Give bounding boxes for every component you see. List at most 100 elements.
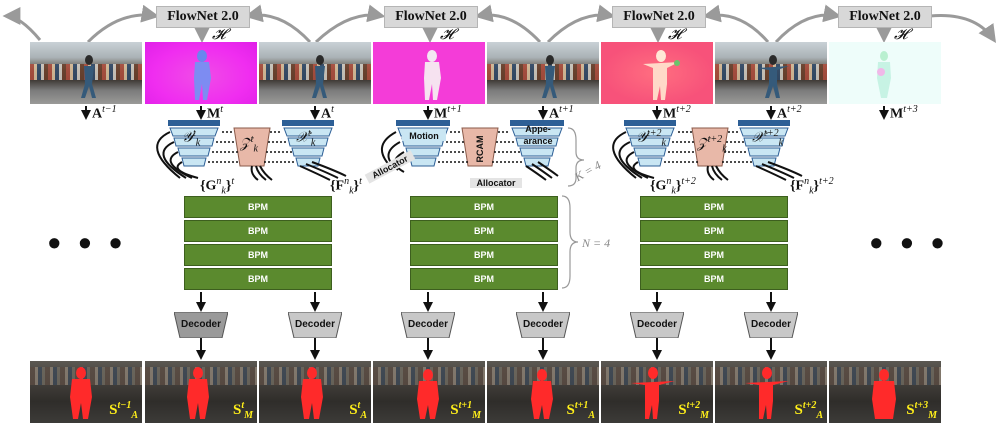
output-frame-8: St+3M	[829, 361, 941, 423]
output-frame-7: St+2A	[715, 361, 827, 423]
mask-figure	[70, 367, 92, 419]
h-label-1: 𝓗	[212, 27, 226, 43]
x-label-3: 𝒳t+2k	[752, 128, 784, 149]
bpm-block: BPM	[640, 244, 788, 266]
decoder-block: Decoder	[401, 312, 455, 338]
dancer-figure	[312, 55, 327, 98]
output-label-8: St+3M	[906, 400, 937, 421]
bpm-block: BPM	[410, 244, 558, 266]
decoder-block: Decoder	[174, 312, 228, 338]
g-label-1: {Gnk}t	[200, 176, 235, 197]
flownet-box-2: FlowNet 2.0	[384, 6, 478, 28]
decoder-block: Decoder	[288, 312, 342, 338]
label-M-tp1: Mt+1	[434, 104, 462, 122]
label-M-tp2: Mt+2	[663, 104, 691, 122]
rgb-frame-t	[259, 42, 371, 104]
label-A-tm1: At−1	[92, 104, 117, 122]
rgb-frame-tm1	[30, 42, 142, 104]
bpm-block: BPM	[184, 244, 332, 266]
output-frame-4: St+1M	[373, 361, 485, 423]
label-A-tp1: At+1	[549, 104, 574, 122]
bpm-block: BPM	[184, 196, 332, 218]
bpm-block: BPM	[640, 196, 788, 218]
bpm-block: BPM	[410, 268, 558, 290]
y-label-1: 𝒴tk	[182, 128, 201, 149]
k-brace	[567, 127, 585, 187]
bpm-block: BPM	[410, 220, 558, 242]
mask-figure	[631, 367, 675, 419]
mask-figure	[531, 369, 553, 419]
label-M-tp3: Mt+3	[890, 104, 918, 122]
ellipsis-left: • • •	[48, 222, 126, 263]
ellipsis-right: • • •	[870, 222, 948, 263]
y-label-3: 𝒴t+2k	[636, 128, 666, 149]
output-frame-5: St+1A	[487, 361, 599, 423]
output-label-3: StA	[349, 400, 367, 421]
h-label-4: 𝓗	[894, 27, 908, 43]
allocator-right-label: Allocator	[470, 178, 522, 188]
bpm-block: BPM	[184, 268, 332, 290]
dancer-figure	[757, 55, 789, 98]
output-frame-1: St−1A	[30, 361, 142, 423]
rgb-frame-tp1	[487, 42, 599, 104]
output-label-4: St+1M	[450, 400, 481, 421]
flow-silhouette	[877, 51, 891, 98]
mask-figure	[301, 367, 323, 419]
flow-silhouette	[643, 50, 680, 100]
label-A-tp2: At+2	[777, 104, 802, 122]
flow-frame-tp3	[829, 42, 941, 104]
output-frame-3: StA	[259, 361, 371, 423]
appearance-label-1: Appe-	[525, 124, 551, 134]
f-label-1: {Fnk}t	[330, 176, 362, 197]
frame-down-arrows	[81, 106, 889, 120]
flownet-box-4: FlowNet 2.0	[838, 6, 932, 28]
h-label-2: 𝓗	[440, 27, 454, 43]
pyramid-appearance	[510, 120, 564, 167]
decoder-block: Decoder	[516, 312, 570, 338]
bpm-block: BPM	[410, 196, 558, 218]
label-M-t: Mt	[207, 104, 223, 122]
mask-figure	[417, 369, 439, 419]
f-label-3: {Fnk}t+2	[790, 176, 834, 197]
g-label-3: {Gnk}t+2	[650, 176, 696, 197]
h-label-3: 𝓗	[668, 27, 682, 43]
bpm-block: BPM	[184, 220, 332, 242]
dancer-figure	[81, 55, 96, 98]
z-block-3	[691, 127, 729, 167]
mask-figure	[187, 367, 209, 419]
flow-silhouette	[424, 50, 441, 100]
output-label-6: St+2M	[678, 400, 709, 421]
dancer-figure	[542, 55, 557, 98]
rcam-block	[461, 127, 499, 167]
z-label-1: 𝒵tk	[240, 134, 258, 155]
bpm-block: BPM	[640, 268, 788, 290]
decoder-arrows	[196, 292, 776, 360]
flownet-box-1: FlowNet 2.0	[156, 6, 250, 28]
output-label-5: St+1A	[566, 400, 596, 421]
label-A-t: At	[321, 104, 334, 122]
bpm-block: BPM	[640, 220, 788, 242]
n-brace	[561, 195, 579, 289]
flow-frame-t	[145, 42, 257, 104]
rgb-frame-tp2	[715, 42, 827, 104]
flow-silhouette	[194, 50, 211, 100]
flownet-box-3: FlowNet 2.0	[612, 6, 706, 28]
output-label-2: StM	[232, 400, 253, 421]
z-label-3: 𝒵t+2k	[697, 134, 727, 155]
motion-label: Motion	[402, 131, 446, 141]
decoder-block: Decoder	[630, 312, 684, 338]
n-annotation: N = 4	[582, 236, 611, 250]
pyramid-y-3	[624, 120, 676, 167]
pyramid-x-3	[738, 120, 790, 167]
decoder-block: Decoder	[744, 312, 798, 338]
flow-frame-tp2	[601, 42, 713, 104]
mask-figure	[872, 369, 896, 419]
x-label-1: 𝒳tk	[296, 128, 316, 149]
z-block-1	[233, 127, 271, 167]
mask-figure	[745, 367, 789, 419]
output-frame-2: StM	[145, 361, 257, 423]
pyramid-y-1	[168, 120, 220, 167]
output-label-1: St−1A	[109, 400, 138, 421]
pyramid-x-1	[282, 120, 334, 167]
flow-frame-tp1	[373, 42, 485, 104]
